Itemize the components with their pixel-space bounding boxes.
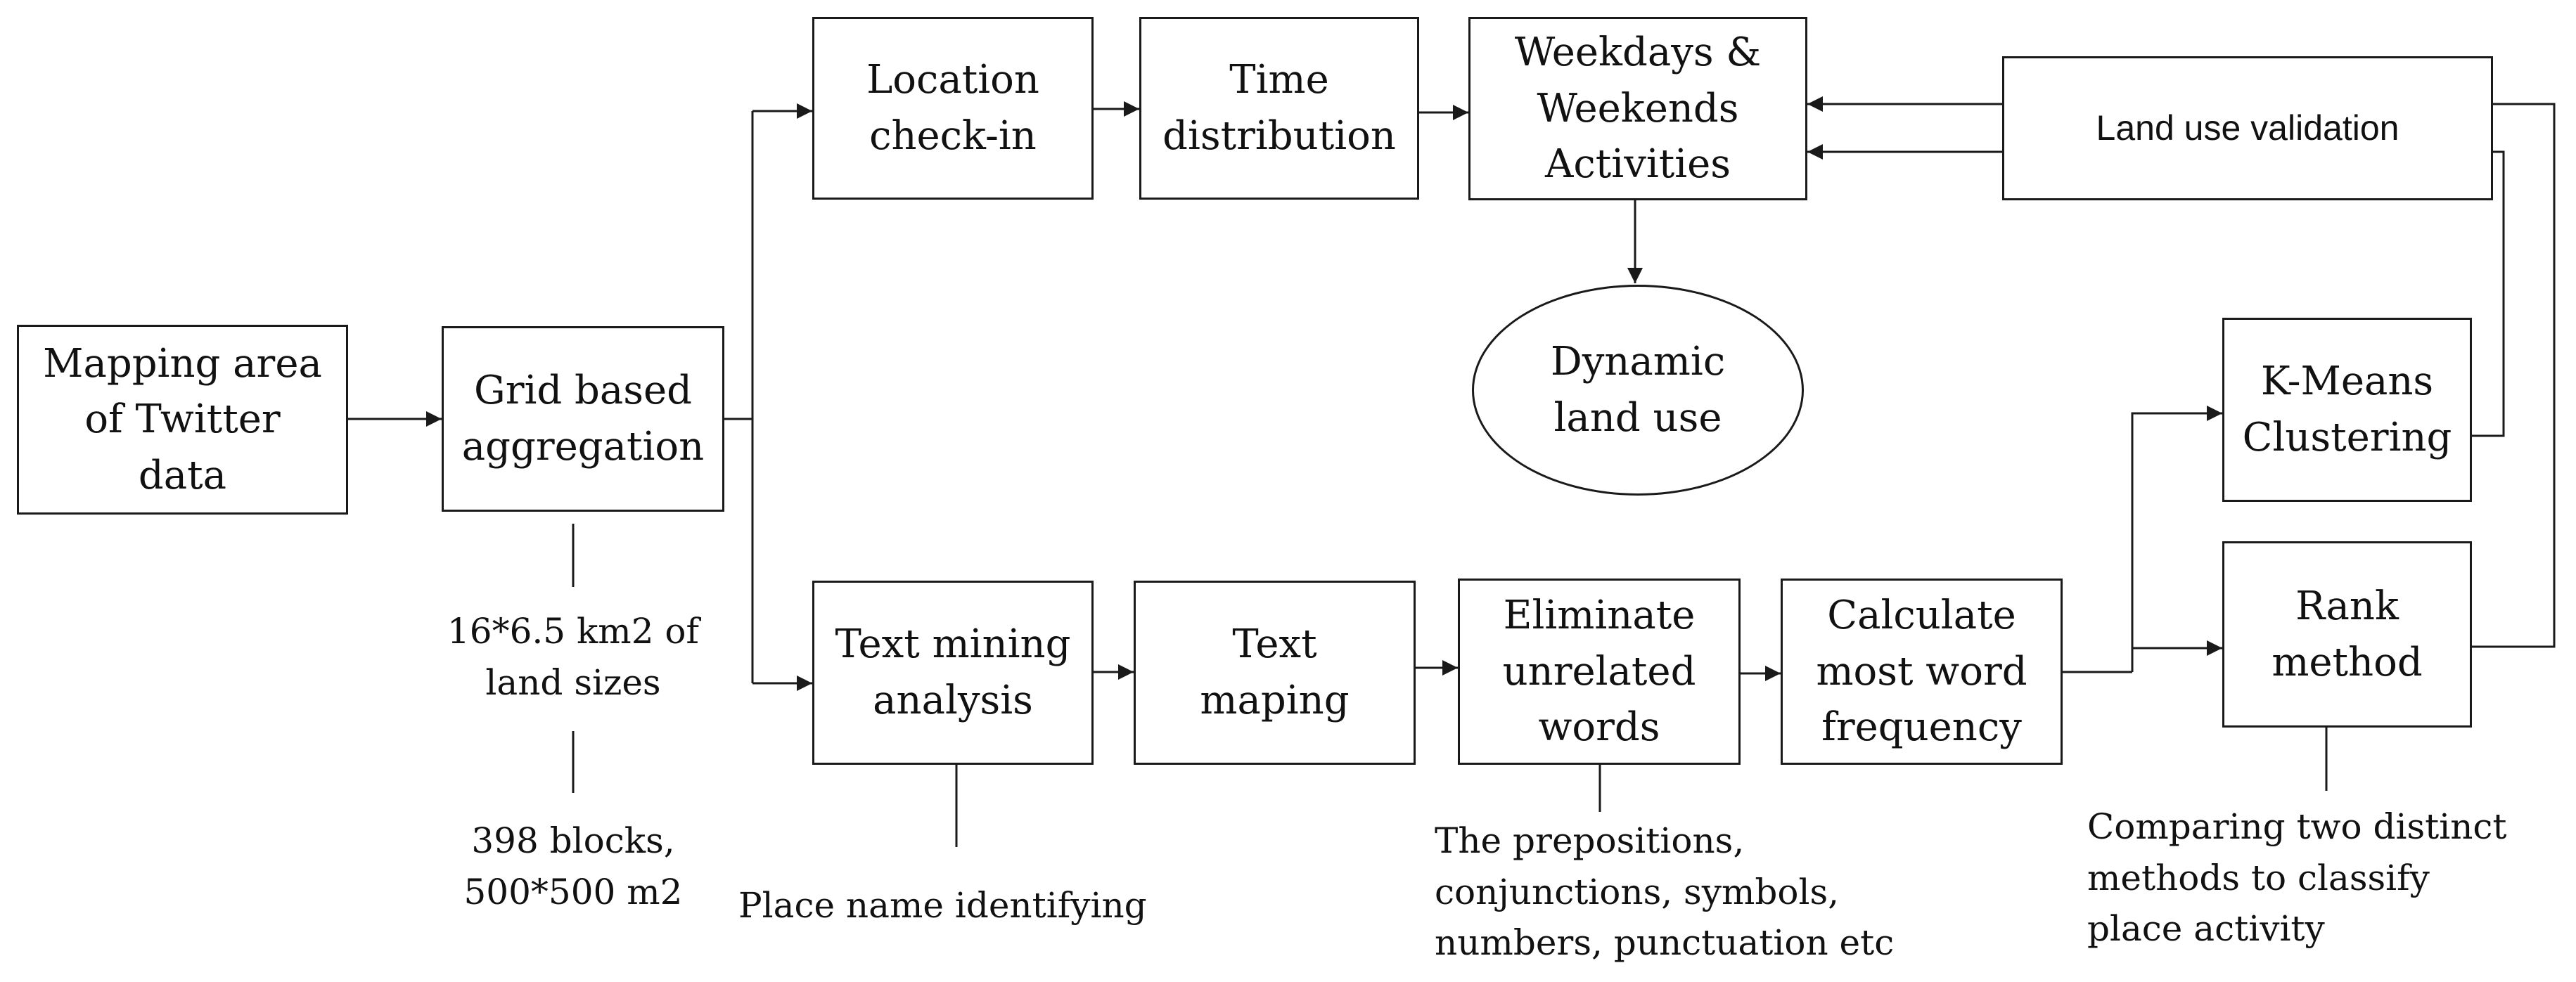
weekdays-weekends-box: Weekdays & Weekends Activities: [1468, 17, 1807, 200]
dynamic-land-use-ellipse: Dynamic land use: [1472, 285, 1804, 496]
kmeans-clustering-box: K-Means Clustering: [2222, 318, 2472, 502]
word-frequency-box: Calculate most word frequency: [1781, 579, 2063, 765]
place-name-note: Place name identifying: [738, 885, 1147, 926]
text-maping-box: Text maping: [1134, 581, 1416, 765]
comparing-note: Comparing two distinct methods to classi…: [2087, 806, 2507, 949]
text-mining-box: Text mining analysis: [812, 581, 1094, 765]
eliminate-words-box: Eliminate unrelated words: [1458, 579, 1741, 765]
time-distribution-box: Time distribution: [1139, 17, 1419, 200]
mapping-area-box: Mapping area of Twitter data: [17, 325, 348, 515]
line-kmeans-to-validation: [2472, 150, 2505, 437]
location-checkin-box: Location check-in: [812, 17, 1094, 200]
rank-method-box: Rank method: [2222, 541, 2472, 728]
arrow-split-to-kmeans: [2131, 406, 2222, 672]
prepositions-note: The prepositions, conjunctions, symbols,…: [1435, 820, 1895, 963]
land-use-validation-box: Land use validation: [2002, 56, 2493, 200]
land-sizes-note: 16*6.5 km2 of land sizes: [447, 611, 700, 703]
grid-aggregation-box: Grid based aggregation: [442, 326, 724, 512]
blocks-note: 398 blocks, 500*500 m2: [463, 820, 683, 912]
line-rank-to-validation: [2472, 103, 2556, 648]
